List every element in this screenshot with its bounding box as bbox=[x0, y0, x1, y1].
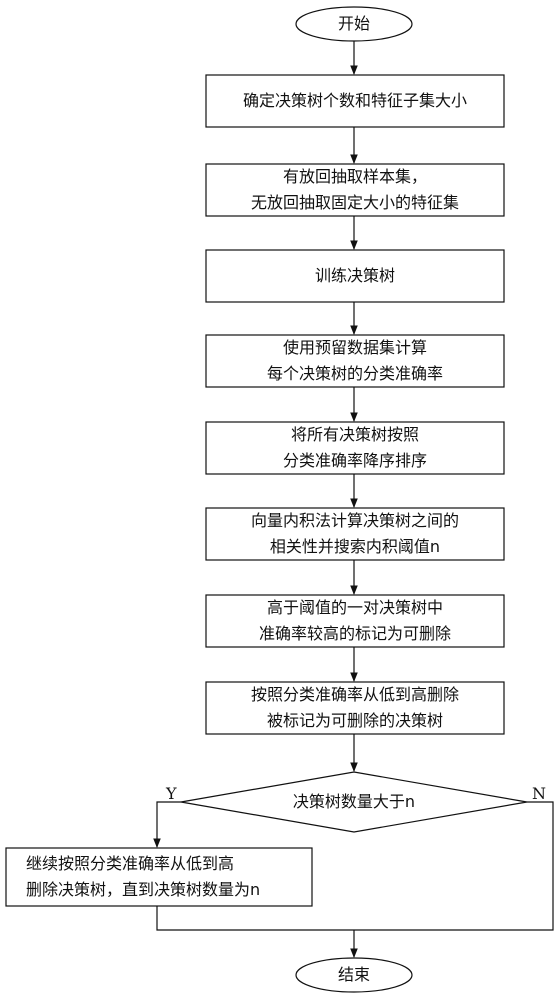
no-label: N bbox=[532, 784, 546, 803]
yes-step-line1: 继续按照分类准确率从低到高 bbox=[26, 854, 235, 873]
decision-diamond bbox=[180, 771, 528, 833]
step3-box bbox=[205, 249, 505, 303]
end-label: 结束 bbox=[296, 958, 412, 992]
step7-line2: 准确率较高的标记为可删除 bbox=[258, 624, 451, 643]
connector-yes-branch bbox=[153, 801, 181, 848]
step8-label: 按照分类准确率从低到高删除 被标记为可删除的决策树 bbox=[206, 682, 504, 734]
step1-label: 确定决策树个数和特征子集大小 bbox=[206, 75, 504, 127]
step5-line2: 分类准确率降序排序 bbox=[282, 451, 427, 470]
step4-line2: 每个决策树的分类准确率 bbox=[266, 364, 443, 383]
step8-line1: 按照分类准确率从低到高删除 bbox=[250, 685, 459, 704]
step5-line1: 将所有决策树按照 bbox=[290, 425, 419, 444]
connector-yes-return bbox=[156, 906, 354, 931]
step4-box bbox=[205, 334, 505, 388]
step6-line2: 相关性并搜索内积阈值n bbox=[269, 537, 441, 556]
yes-step-box bbox=[5, 847, 313, 907]
connector-no-branch bbox=[354, 801, 554, 931]
step3-line1: 训练决策树 bbox=[314, 266, 395, 285]
step3-label: 训练决策树 bbox=[206, 250, 504, 302]
start-text: 开始 bbox=[337, 14, 370, 33]
step1-line1: 确定决策树个数和特征子集大小 bbox=[242, 91, 467, 110]
step7-line1: 高于阈值的一对决策树中 bbox=[266, 598, 443, 617]
start-label: 开始 bbox=[296, 7, 412, 41]
yes-step-label: 继续按照分类准确率从低到高 删除决策树，直到决策树数量为n bbox=[6, 848, 312, 906]
step2-label: 有放回抽取样本集， 无放回抽取固定大小的特征集 bbox=[206, 164, 504, 216]
decision-label: 决策树数量大于n bbox=[226, 788, 482, 816]
step1-box bbox=[205, 74, 505, 128]
step6-line1: 向量内积法计算决策树之间的 bbox=[250, 511, 459, 530]
step8-line2: 被标记为可删除的决策树 bbox=[266, 711, 443, 730]
step2-line1: 有放回抽取样本集， bbox=[282, 167, 427, 186]
step4-label: 使用预留数据集计算 每个决策树的分类准确率 bbox=[206, 335, 504, 387]
decision-text: 决策树数量大于n bbox=[292, 792, 416, 811]
step6-box bbox=[205, 507, 505, 561]
yes-step-line2: 删除决策树，直到决策树数量为n bbox=[26, 880, 261, 899]
step6-label: 向量内积法计算决策树之间的 相关性并搜索内积阈值n bbox=[206, 508, 504, 560]
step7-box bbox=[205, 594, 505, 648]
end-terminal bbox=[295, 957, 413, 993]
step2-line2: 无放回抽取固定大小的特征集 bbox=[250, 193, 459, 212]
yes-label: Y bbox=[166, 784, 177, 803]
step7-label: 高于阈值的一对决策树中 准确率较高的标记为可删除 bbox=[206, 595, 504, 647]
step8-box bbox=[205, 681, 505, 735]
step5-box bbox=[205, 421, 505, 475]
step5-label: 将所有决策树按照 分类准确率降序排序 bbox=[206, 422, 504, 474]
step2-box bbox=[205, 163, 505, 217]
step4-line1: 使用预留数据集计算 bbox=[282, 338, 427, 357]
end-text: 结束 bbox=[337, 965, 370, 984]
